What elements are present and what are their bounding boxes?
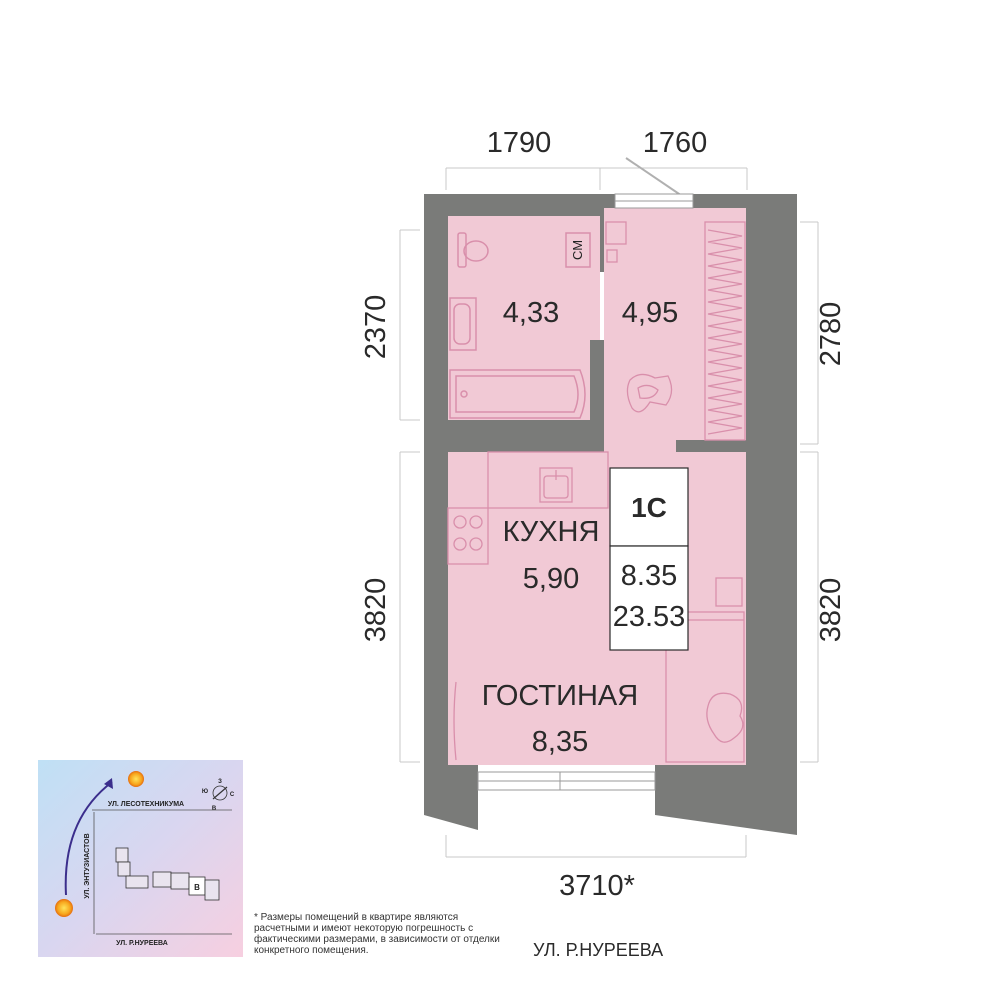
compass-s: В xyxy=(212,806,217,812)
sun-path-arrow xyxy=(64,781,113,896)
living-name: ГОСТИНАЯ xyxy=(482,680,638,712)
bathroom-area: 4,33 xyxy=(503,297,559,329)
building-blocks xyxy=(115,847,220,901)
compass-icon: З С В Ю xyxy=(202,779,235,812)
compass-n: З xyxy=(218,779,222,785)
armchair-icon xyxy=(626,373,673,413)
map-street-top: УЛ. ЛЕСОТЕХНИКУМА xyxy=(108,801,184,808)
summary-total-area: 23.53 xyxy=(613,601,686,633)
apartment-type: 1С xyxy=(631,492,667,523)
summary-box: 1С 8.35 23.53 xyxy=(609,467,689,651)
hall-shelf-icon xyxy=(605,221,627,245)
chair-icon xyxy=(706,692,744,743)
footnote: * Размеры помещений в квартире являются … xyxy=(254,912,500,956)
dim-left-lower: 3820 xyxy=(360,578,392,643)
kitchen-area: 5,90 xyxy=(523,563,579,595)
street-below-plan: УЛ. Р.НУРЕЕВА xyxy=(533,940,664,960)
map-street-bottom: УЛ. Р.НУРЕЕВА xyxy=(116,940,168,947)
wardrobe-icon xyxy=(704,221,746,441)
window-curtain-icon xyxy=(453,681,457,761)
nightstand-icon xyxy=(715,577,743,607)
windows xyxy=(477,193,694,791)
compass-e: С xyxy=(230,792,235,798)
sun-top-icon xyxy=(128,771,144,787)
stove-icon xyxy=(447,507,489,565)
kitchen-sink-icon xyxy=(539,467,573,503)
location-map: З С В Ю УЛ. ЛЕСОТЕХНИКУМА УЛ. ЭНТУЗИАСТО… xyxy=(38,760,243,957)
dim-right-upper: 2780 xyxy=(815,302,847,367)
dimension-lines xyxy=(399,167,819,858)
summary-living-area: 8.35 xyxy=(621,560,677,592)
walls xyxy=(424,194,797,835)
map-section-label: В xyxy=(194,883,200,892)
map-street-left: УЛ. ЭНТУЗИАСТОВ xyxy=(84,833,91,898)
hall-fixtures xyxy=(605,157,746,441)
sun-bottom-icon xyxy=(55,899,73,917)
sink-icon xyxy=(449,297,477,351)
dim-top-right: 1760 xyxy=(643,127,708,159)
bathroom-fixtures xyxy=(449,232,591,419)
meter-icon xyxy=(606,249,618,263)
hall-area: 4,95 xyxy=(622,297,678,329)
bathtub-icon xyxy=(449,369,586,419)
dim-left-upper: 2370 xyxy=(360,295,392,360)
compass-w: Ю xyxy=(202,789,208,795)
dim-bottom: 3710* xyxy=(559,870,635,902)
bathroom-label: СМ xyxy=(570,240,585,260)
dim-top-left: 1790 xyxy=(487,127,552,159)
dim-right-lower: 3820 xyxy=(815,578,847,643)
kitchen-counter-icon xyxy=(487,451,609,509)
washing-machine-icon xyxy=(565,232,591,268)
kitchen-name: КУХНЯ xyxy=(503,516,600,548)
kitchen-fixtures xyxy=(447,451,745,763)
toilet-icon xyxy=(457,232,489,268)
living-area: 8,35 xyxy=(532,726,588,758)
